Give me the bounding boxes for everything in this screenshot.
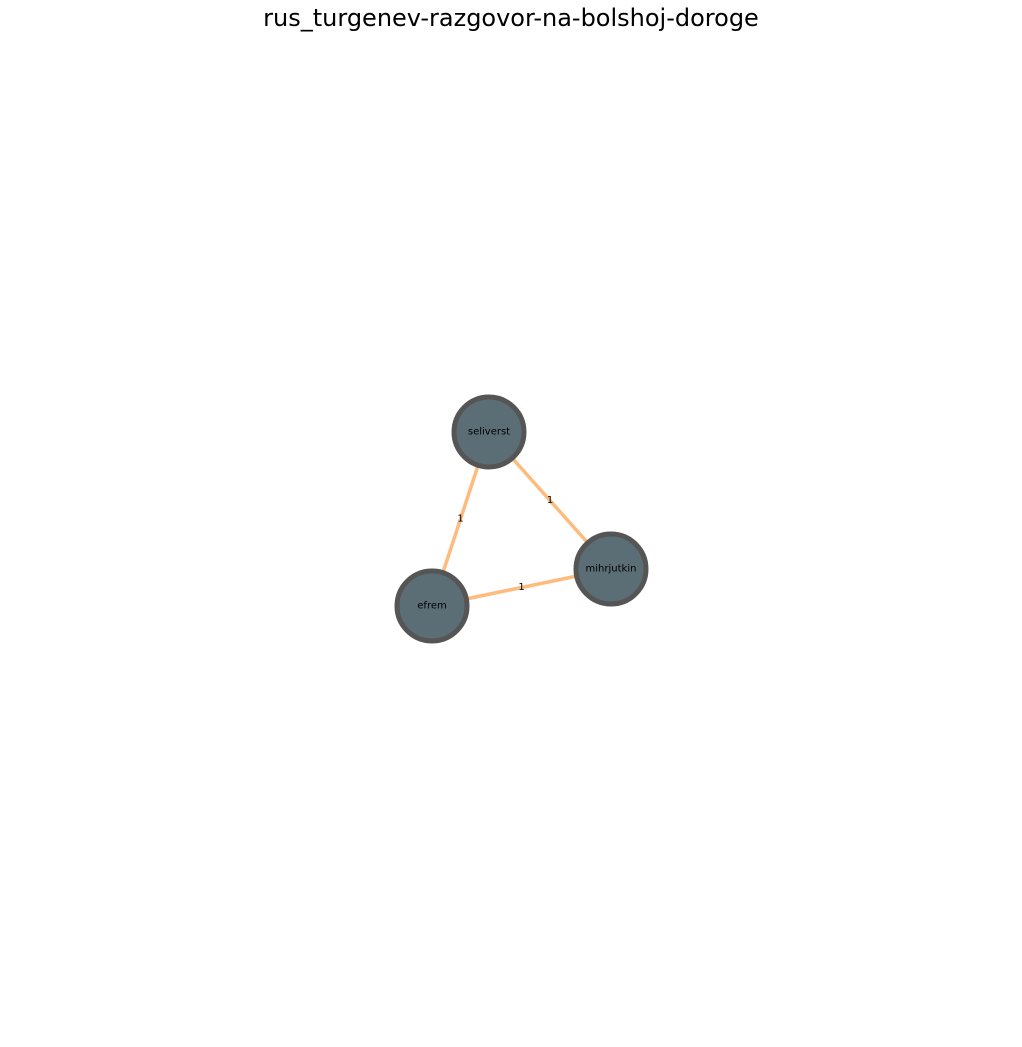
node-label-seliverst: seliverst: [468, 427, 510, 438]
edge-label-seliverst-efrem: 1: [457, 514, 463, 525]
node-circle-mihrjutkin: [573, 531, 649, 607]
node-mihrjutkin: mihrjutkin: [573, 531, 649, 607]
edge-label-seliverst-mihrjutkin: 1: [547, 495, 553, 506]
node-efrem: efrem: [394, 568, 470, 644]
node-circle-seliverst: [451, 394, 527, 470]
node-label-mihrjutkin: mihrjutkin: [586, 564, 637, 575]
nodes-layer: seliverst mihrjutkin efrem: [394, 394, 649, 644]
edge-label-efrem-mihrjutkin: 1: [518, 582, 524, 593]
node-circle-efrem: [394, 568, 470, 644]
edge-labels-layer: 1 1 1: [457, 495, 553, 593]
node-seliverst: seliverst: [451, 394, 527, 470]
node-label-efrem: efrem: [417, 601, 446, 612]
diagram-title: rus_turgenev-razgovor-na-bolshoj-doroge: [263, 4, 759, 32]
